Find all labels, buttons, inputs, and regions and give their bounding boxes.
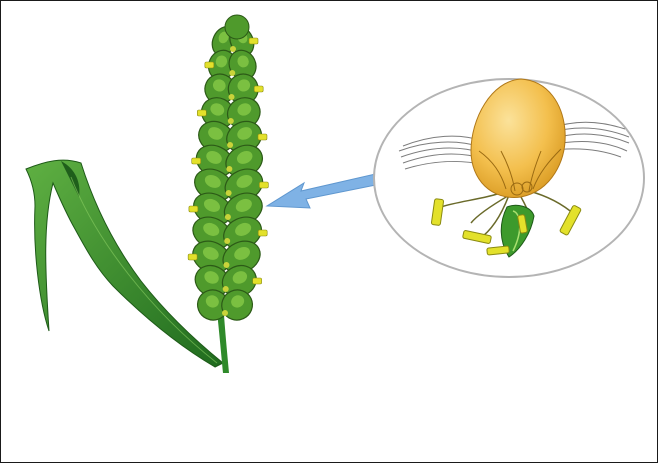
rachis-node [222,310,228,316]
rachis-node [227,142,233,148]
anther [192,158,201,164]
anther [249,38,258,44]
rachis-node [230,46,236,52]
anther [258,134,267,140]
spike-tip [225,15,249,39]
rachis-node [226,190,232,196]
anther [197,110,206,116]
anther [189,206,198,212]
anther [188,254,197,260]
rachis-node [229,94,235,100]
rachis-node [223,262,229,268]
rachis-node [226,166,232,172]
anther [258,230,267,236]
figure-footnote [41,432,361,440]
spike-caption [179,373,269,381]
anther [259,182,268,188]
leaf-blade [26,160,223,367]
rachis-node [229,70,235,76]
wheat-spike [188,15,269,325]
rachis-node [223,286,229,292]
anther [205,62,214,68]
anther [253,278,262,284]
rachis-node [228,118,234,124]
anther [254,86,263,92]
rachis-node [224,238,230,244]
rachis-node [225,214,231,220]
